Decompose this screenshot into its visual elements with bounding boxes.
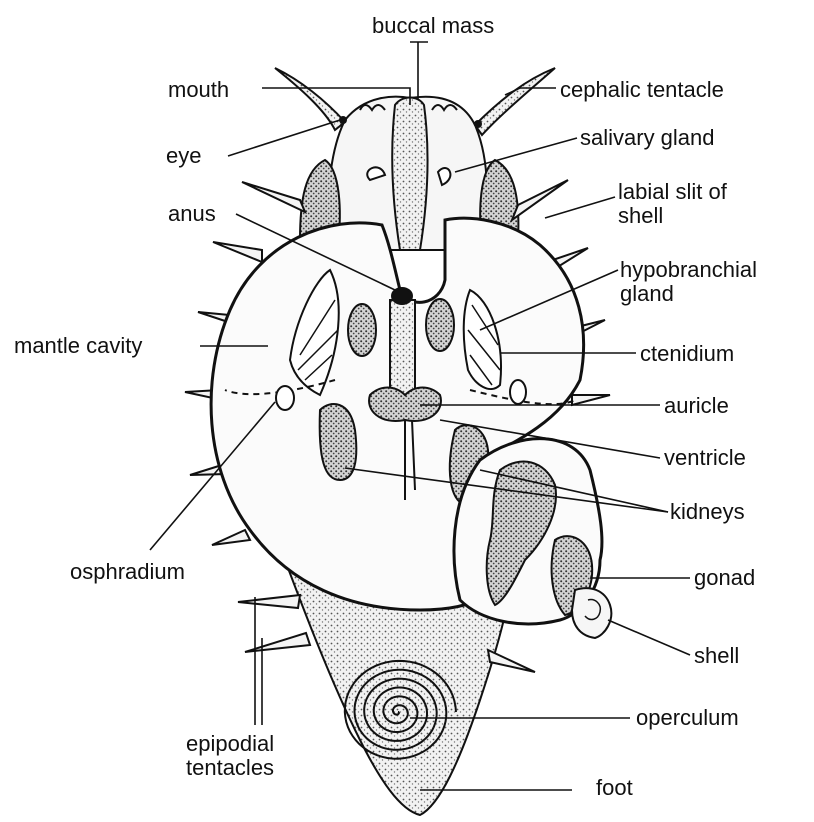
label-gonad: gonad bbox=[694, 566, 755, 590]
visceral-hump bbox=[454, 439, 611, 638]
label-operculum: operculum bbox=[636, 706, 739, 730]
label-labial-slit: labial slit of shell bbox=[618, 180, 727, 228]
label-osphradium: osphradium bbox=[70, 560, 185, 584]
label-buccal-mass: buccal mass bbox=[372, 14, 494, 38]
label-ctenidium: ctenidium bbox=[640, 342, 734, 366]
label-hypobranchial-gland: hypobranchial gland bbox=[620, 258, 757, 306]
label-anus: anus bbox=[168, 202, 216, 226]
label-mantle-cavity: mantle cavity bbox=[14, 334, 142, 358]
label-kidneys: kidneys bbox=[670, 500, 745, 524]
label-eye: eye bbox=[166, 144, 201, 168]
label-foot: foot bbox=[596, 776, 633, 800]
label-shell: shell bbox=[694, 644, 739, 668]
label-cephalic-tentacle: cephalic tentacle bbox=[560, 78, 724, 102]
label-auricle: auricle bbox=[664, 394, 729, 418]
label-mouth: mouth bbox=[168, 78, 229, 102]
head bbox=[275, 68, 555, 250]
label-salivary-gland: salivary gland bbox=[580, 126, 715, 150]
label-ventricle: ventricle bbox=[664, 446, 746, 470]
label-epipodial-tentacles: epipodial tentacles bbox=[186, 732, 274, 780]
